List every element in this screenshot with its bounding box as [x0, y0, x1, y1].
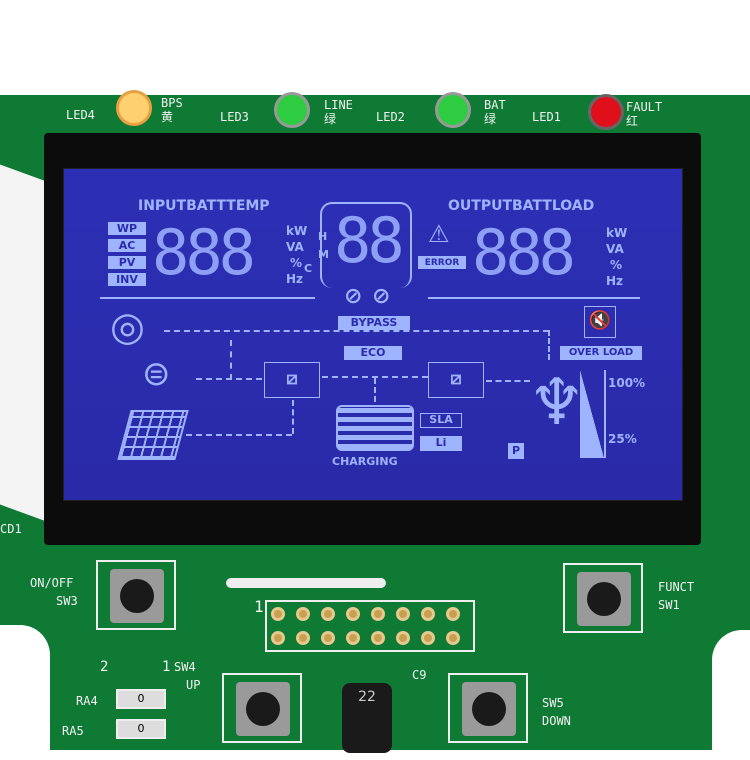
center-digits: 88 — [334, 204, 405, 277]
sw4-label-ref: SW4 — [174, 660, 196, 674]
led4-color: 黄 — [161, 110, 174, 124]
led1-ref: LED1 — [532, 110, 561, 124]
funct-button[interactable] — [563, 563, 643, 633]
led-fault-indicator — [588, 94, 624, 130]
output-header: OUTPUTBATTLOAD — [448, 198, 595, 214]
eco-indicator: ECO — [344, 346, 402, 360]
led2-label: BAT — [484, 98, 506, 112]
led3-color: 绿 — [324, 112, 337, 126]
mode-ac: AC — [108, 239, 146, 252]
output-unit-pct: % — [610, 258, 623, 272]
sw1-label-ref: SW1 — [658, 598, 680, 612]
jumper-pin1-label: 1 — [162, 659, 171, 675]
led1-color: 红 — [626, 114, 639, 128]
flow-line-battery — [374, 378, 376, 402]
flow-line-wind — [230, 340, 232, 380]
minutes-label: M — [318, 248, 329, 261]
led2-color: 绿 — [484, 112, 497, 126]
led-line-indicator — [274, 92, 310, 128]
output-unit-va: VA — [606, 242, 624, 256]
output-digits: 888 — [472, 216, 576, 289]
sla-indicator: SLA — [420, 413, 462, 428]
input-unit-hz: Hz — [286, 272, 304, 286]
flow-line-bypass — [164, 330, 549, 332]
input-unit-va: VA — [286, 240, 304, 254]
led3-ref: LED3 — [220, 110, 249, 124]
board-edge — [0, 157, 50, 523]
sw5-label-func: DOWN — [542, 714, 571, 728]
battery-icon — [336, 405, 414, 451]
load-25-label: 25% — [608, 432, 637, 446]
board-cutout-left — [0, 625, 50, 755]
board-cutout-right — [712, 630, 750, 760]
output-unit-kw: kW — [606, 226, 628, 240]
li-indicator: Li — [420, 436, 462, 451]
output-unit-hz: Hz — [606, 274, 624, 288]
sw5-label-ref: SW5 — [542, 696, 564, 710]
led-bps-indicator — [116, 90, 152, 126]
led3-label: LINE — [324, 98, 353, 112]
resistor-ra5: 0 — [116, 719, 166, 739]
input-unit-pct: % — [290, 256, 303, 270]
c9-label: C9 — [412, 668, 427, 682]
wind-turbine-icon: ◎ — [110, 304, 145, 350]
input-unit-kw: kW — [286, 224, 308, 238]
error-indicator: ERROR — [418, 256, 466, 269]
input-header: INPUTBATTTEMP — [138, 198, 270, 214]
flow-line-bypass-down — [548, 330, 550, 360]
capacitor-c9: 22 — [342, 683, 392, 753]
bypass-indicator: BYPASS — [338, 316, 410, 330]
led1-label: FAULT — [626, 100, 663, 114]
rectifier-icon: ⧄ — [264, 362, 320, 398]
flow-line-pv-up — [292, 400, 294, 434]
celsius-label: C — [304, 262, 313, 275]
ra4-label: RA4 — [76, 694, 98, 708]
header-pin1-label: 1 — [254, 597, 264, 616]
sw3-label-ref: SW3 — [56, 594, 78, 608]
flow-line-pv — [186, 434, 292, 436]
led2-ref: LED2 — [376, 110, 405, 124]
sw1-label-func: FUNCT — [658, 580, 695, 594]
flow-line-output — [486, 380, 530, 382]
flow-line-dc — [322, 376, 428, 378]
mode-pv: PV — [108, 256, 146, 269]
on-off-button[interactable] — [96, 560, 176, 630]
down-button[interactable] — [448, 673, 528, 743]
mode-wp: WP — [108, 222, 146, 235]
led4-ref: LED4 — [66, 108, 95, 122]
mute-icon: 🔇 — [584, 306, 616, 338]
flow-line-ac — [196, 378, 262, 380]
led-bat-indicator — [435, 92, 471, 128]
resistor-ra4: 0 — [116, 689, 166, 709]
ac-source-icon: ⊜ — [142, 354, 171, 394]
hours-label: H — [318, 230, 328, 243]
p-indicator: P — [508, 443, 524, 459]
divider-left — [100, 297, 315, 299]
pcb-trace — [226, 578, 386, 588]
cd1-label: CD1 — [0, 522, 22, 536]
load-level-bar — [580, 370, 606, 458]
load-bulb-icon: ♆ — [528, 366, 586, 440]
warning-icon: ⚠ — [428, 220, 450, 248]
center-digit-frame — [320, 202, 412, 288]
led4-label: BPS — [161, 96, 183, 110]
pin-header — [265, 600, 475, 652]
up-button[interactable] — [222, 673, 302, 743]
sw3-label-func: ON/OFF — [30, 576, 74, 590]
charging-label: CHARGING — [332, 455, 398, 468]
inverter-icon: ⧄ — [428, 362, 484, 398]
wrench-icon: ⊘ — [372, 284, 391, 309]
input-digits: 888 — [152, 216, 256, 289]
ra5-label: RA5 — [62, 724, 84, 738]
mode-inv: INV — [108, 273, 146, 286]
jumper-pin2-label: 2 — [100, 659, 109, 675]
gauge-icon: ⊘ — [344, 284, 363, 309]
overload-indicator: OVER LOAD — [560, 346, 642, 360]
load-100-label: 100% — [608, 376, 646, 390]
sw4-label-func: UP — [186, 678, 201, 692]
divider-right — [428, 297, 640, 299]
